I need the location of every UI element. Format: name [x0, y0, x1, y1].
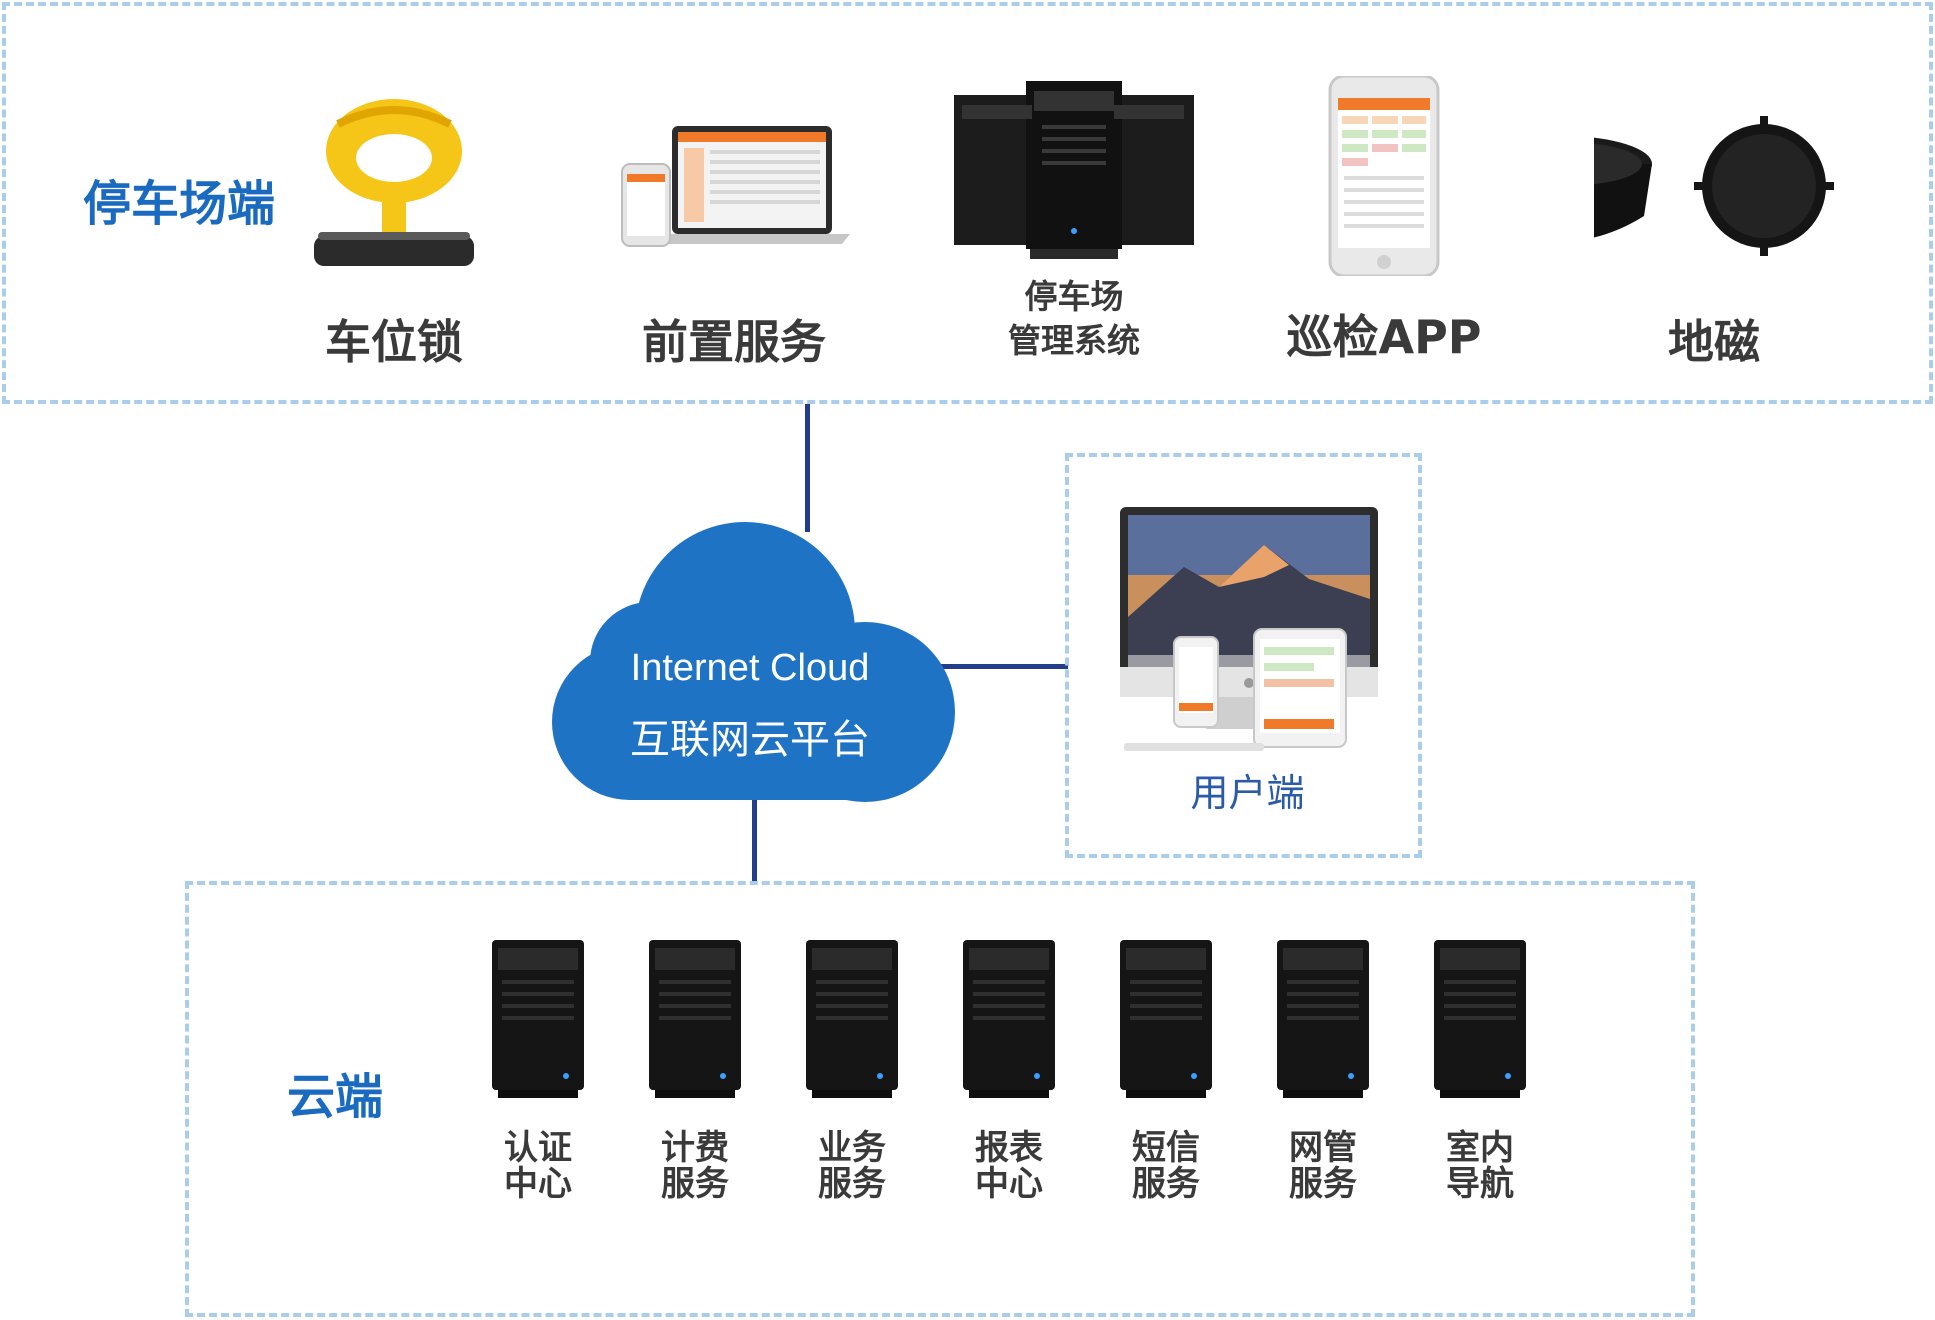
cloud-zone	[185, 881, 1695, 1317]
internet-cloud: Internet Cloud 互联网云平台	[530, 512, 970, 802]
device-label-line1: 停车场	[1024, 277, 1124, 316]
connector-line-user	[938, 664, 1068, 669]
device-label: 地磁	[1668, 315, 1760, 369]
device-label: 停车场 管理系统	[954, 275, 1194, 363]
mobile-app-icon	[1328, 76, 1440, 276]
server-billing: 计费服务	[635, 940, 755, 1202]
server-auth-center: 认证中心	[478, 940, 598, 1202]
parking-zone-title: 停车场端	[83, 176, 276, 232]
device-label: 巡检APP	[1286, 310, 1482, 364]
device-label: 前置服务	[642, 315, 826, 369]
server-business: 业务服务	[792, 940, 912, 1202]
server-tower-icon	[649, 940, 741, 1098]
cloud-title-cn: 互联网云平台	[630, 717, 870, 763]
front-service-laptop-icon	[621, 126, 850, 247]
server-label: 业务服务	[818, 1128, 886, 1204]
desktop-computer-icon	[1120, 507, 1378, 751]
cloud-icon	[552, 522, 955, 802]
server-cluster-icon	[954, 81, 1194, 259]
server-tower-icon	[806, 940, 898, 1098]
server-indoor-navigation: 室内导航	[1420, 940, 1540, 1202]
server-label: 室内导航	[1446, 1128, 1514, 1204]
connector-line-parking	[805, 404, 810, 532]
user-zone: 用户端	[1065, 453, 1422, 858]
connector-line-cloud-zone	[752, 782, 757, 884]
server-sms: 短信服务	[1106, 940, 1226, 1202]
device-label: 车位锁	[325, 315, 463, 369]
server-label: 短信服务	[1132, 1128, 1200, 1204]
server-label: 认证中心	[504, 1128, 572, 1204]
device-label-line2: 管理系统	[1008, 321, 1140, 360]
user-zone-label: 用户端	[1190, 771, 1305, 815]
server-network-management: 网管服务	[1263, 940, 1383, 1202]
server-label: 计费服务	[661, 1128, 729, 1204]
cloud-zone-title: 云端	[287, 1069, 384, 1125]
server-label: 报表中心	[975, 1128, 1043, 1204]
server-tower-icon	[492, 940, 584, 1098]
server-tower-icon	[963, 940, 1055, 1098]
server-tower-icon	[1434, 940, 1526, 1098]
server-tower-icon	[1277, 940, 1369, 1098]
cloud-title-en: Internet Cloud	[630, 647, 870, 689]
server-report-center: 报表中心	[949, 940, 1069, 1202]
parking-zone: 停车场端 车位锁 前置服务	[2, 2, 1933, 404]
geomagnetic-sensor-icon	[1594, 116, 1834, 256]
server-tower-icon	[1120, 940, 1212, 1098]
parking-lock-icon	[314, 99, 474, 266]
server-label: 网管服务	[1289, 1128, 1357, 1204]
